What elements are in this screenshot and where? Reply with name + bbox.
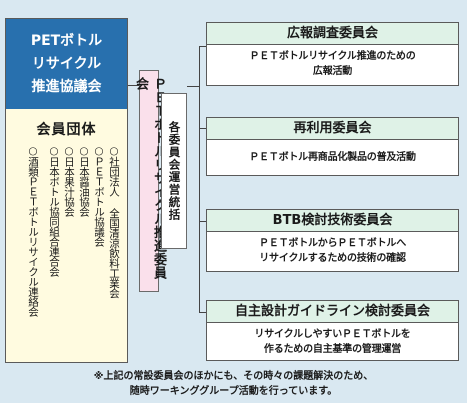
- committee-box-btb: BTB検討技術委員会 ＰＥＴボトルからＰＥＴボトルへ リサイクルするための技術の…: [206, 209, 459, 272]
- council-title-line: 推進協議会: [31, 78, 102, 95]
- member-item: ○社団法人 全国清涼飲料工業会: [108, 145, 120, 298]
- committee-desc: リサイクルしやすいＰＥＴボトルを: [254, 329, 411, 340]
- member-item: ○酒類ＰＥＴボトルリサイクル連絡会: [27, 145, 39, 317]
- member-item: ○日本醤油協会: [78, 145, 90, 217]
- connector-line: [187, 86, 199, 87]
- connector-line: [199, 46, 206, 47]
- committee-desc: ＰＥＴボトル再商品化製品の普及活動: [249, 152, 416, 163]
- member-item: ○ＰＥＴボトル協議会: [93, 145, 105, 247]
- committee-desc: ＰＥＴボトルリサイクル推進のための: [249, 51, 416, 62]
- council-box: PETボトル リサイクル 推進協議会 会員団体 ○社団法人 全国清涼飲料工業会 …: [5, 18, 128, 363]
- committee-title: 自主設計ガイドライン検討委員会: [207, 301, 458, 323]
- connector-line: [199, 46, 200, 312]
- council-title-line: リサイクル: [31, 55, 102, 72]
- committee-desc: 作るための自主基準の管理運営: [263, 344, 402, 355]
- council-title: PETボトル リサイクル 推進協議会: [6, 19, 127, 109]
- committee-desc: リサイクルするための技術の確認: [259, 253, 406, 264]
- footnote-line: ※上記の常設委員会のほかにも、その時々の課題解決のため、: [93, 371, 374, 382]
- committee-desc: 広報活動: [312, 66, 353, 77]
- connector-line: [199, 221, 206, 222]
- connector-line: [128, 85, 139, 86]
- management-box: 各委員会運営統括: [161, 93, 187, 249]
- committee-box-guideline: 自主設計ガイドライン検討委員会 リサイクルしやすいＰＥＴボトルを 作るための自主…: [206, 300, 459, 361]
- footnote-line: 随時ワーキンググループ活動を行っています。: [129, 386, 338, 397]
- members-title: 会員団体: [36, 122, 97, 138]
- council-title-line: PETボトル: [30, 32, 103, 49]
- committee-box-pr: 広報調査委員会 ＰＥＴボトルリサイクル推進のための 広報活動: [206, 22, 459, 86]
- committee-box-reuse: 再利用委員会 ＰＥＴボトル再商品化製品の普及活動: [206, 117, 459, 176]
- connector-line: [199, 128, 206, 129]
- promotion-committee-box: ＰＥＴボトルリサイクル推進委員会: [133, 70, 166, 292]
- committee-title: BTB検討技術委員会: [207, 210, 458, 232]
- committee-title: 再利用委員会: [207, 118, 458, 140]
- committee-title: 広報調査委員会: [207, 23, 458, 45]
- connector-line: [199, 312, 206, 313]
- member-item: ○日本ボトル協同組合連合会: [48, 145, 60, 277]
- member-item: ○日本果汁協会: [63, 145, 75, 217]
- committee-desc: ＰＥＴボトルからＰＥＴボトルへ: [259, 238, 406, 249]
